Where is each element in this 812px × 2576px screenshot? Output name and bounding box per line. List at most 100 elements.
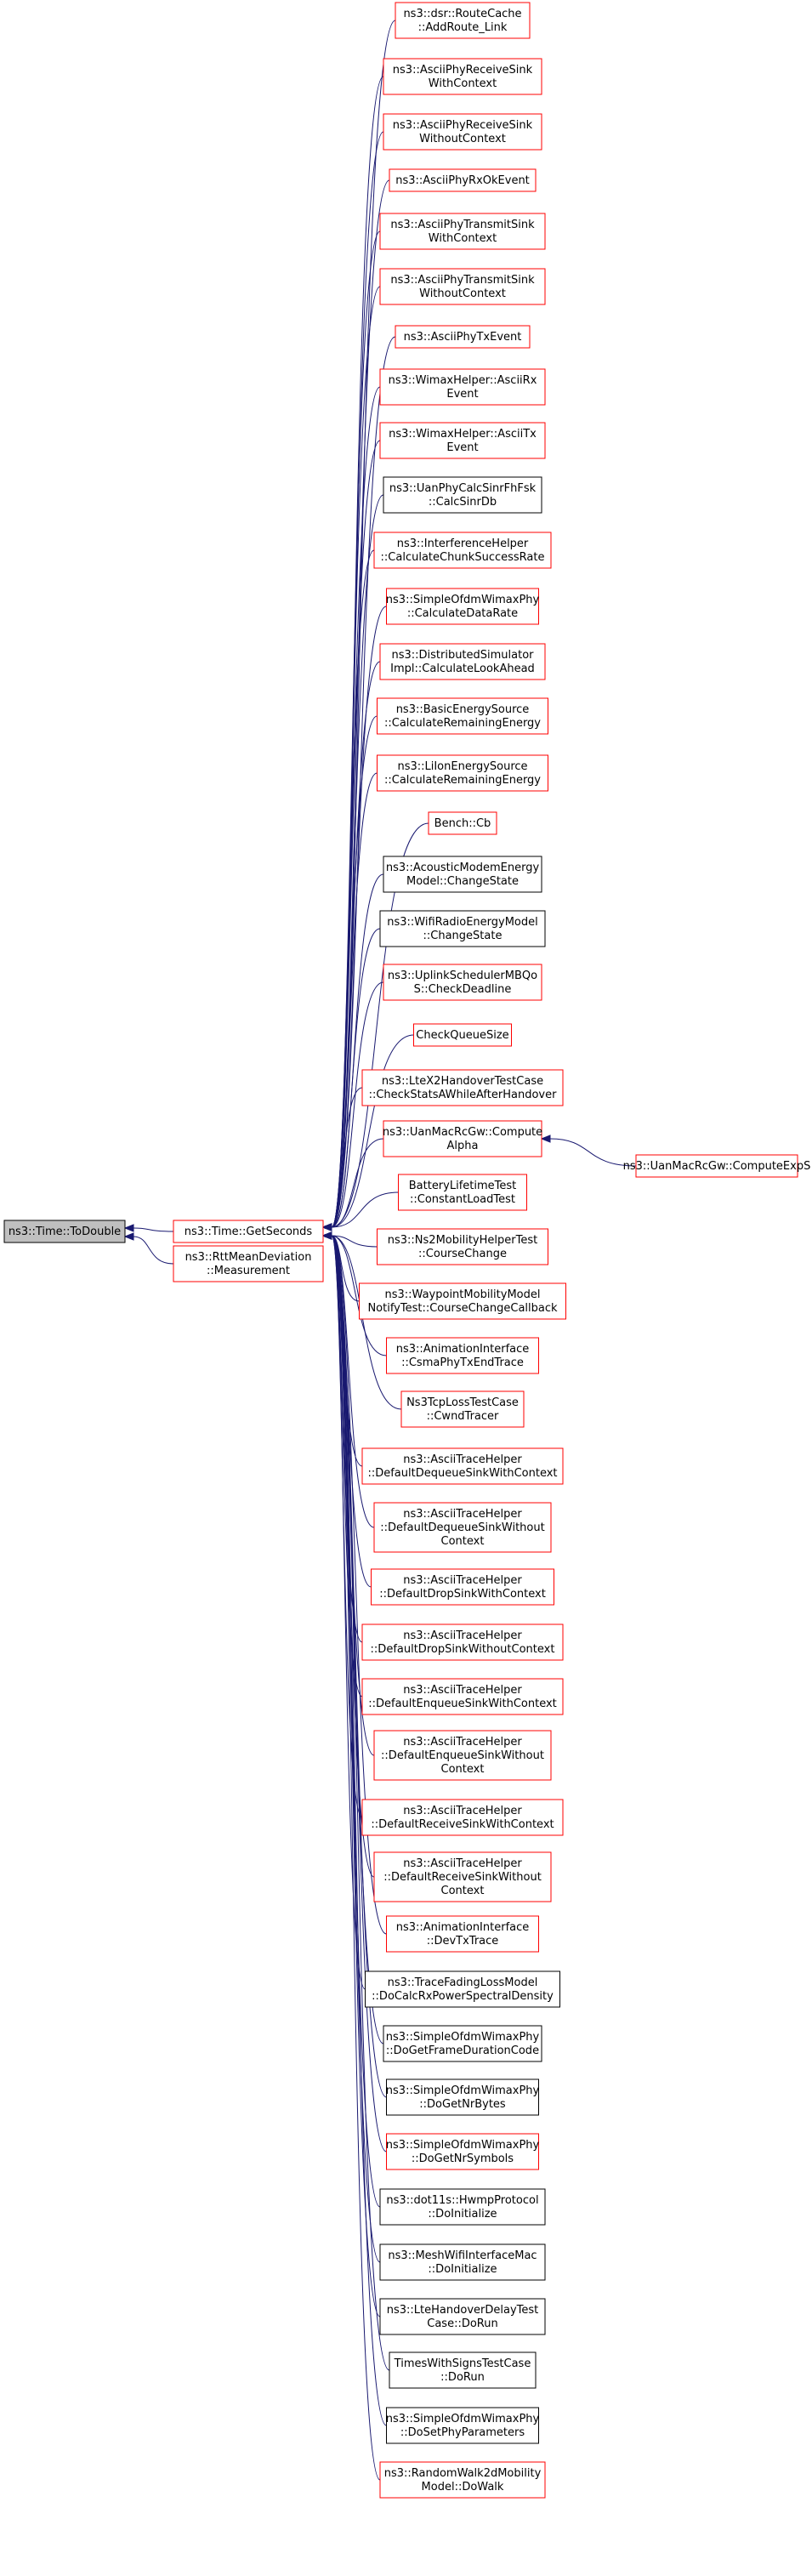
node-ns3tcplosstestcase-cwndtracer[interactable]: Ns3TcpLossTestCase::CwndTracer xyxy=(400,1390,525,1428)
call-edge xyxy=(133,1227,174,1232)
node-ns3-asciitracehelper-defaultdequeuesinkwithcontext[interactable]: ns3::AsciiTraceHelper::DefaultDequeueSin… xyxy=(361,1447,564,1485)
node-ns3-liionenergysource-calculateremainingenergy[interactable]: ns3::LiIonEnergySource::CalculateRemaini… xyxy=(377,754,548,792)
node-ns3-asciitracehelper-defaultreceivesinkwithcontext[interactable]: ns3::AsciiTraceHelper::DefaultReceiveSin… xyxy=(361,1799,564,1836)
node-box xyxy=(365,1970,560,2008)
node-ns3-asciitracehelper-defaultdequeuesinkwithoutcontext[interactable]: ns3::AsciiTraceHelper::DefaultDequeueSin… xyxy=(373,1502,552,1553)
node-ns3-asciitracehelper-defaultenqueuesinkwithcontext[interactable]: ns3::AsciiTraceHelper::DefaultEnqueueSin… xyxy=(361,1678,564,1715)
node-ns3-asciitracehelper-defaultdropsinkwithcontext[interactable]: ns3::AsciiTraceHelper::DefaultDropSinkWi… xyxy=(371,1568,554,1606)
node-ns3-ltex2handovertestcase-checkstatsawhileafterhandover[interactable]: ns3::LteX2HandoverTestCase::CheckStatsAW… xyxy=(361,1069,564,1106)
node-ns3-simpleofdmwimaxphy-dogetnrbytes[interactable]: ns3::SimpleOfdmWimaxPhy::DoGetNrBytes xyxy=(386,2078,540,2116)
call-edge xyxy=(331,928,381,1228)
node-label: ::DoSetPhyParameters xyxy=(400,2426,525,2439)
arrow-head xyxy=(540,1134,551,1143)
node-label: NotifyTest::CourseChangeCallback xyxy=(367,1302,558,1315)
node-ns3-waypointmobilitymodelnotifytest-coursechangecallback[interactable]: ns3::WaypointMobilityModelNotifyTest::Co… xyxy=(359,1282,566,1320)
node-label: ::DoGetNrBytes xyxy=(419,2098,506,2111)
node-ns3-tracefadinglossmodel-docalcrxpowerspectraldensity[interactable]: ns3::TraceFadingLossModel::DoCalcRxPower… xyxy=(365,1970,560,2008)
node-label: ::ChangeState xyxy=(423,930,503,942)
call-edge xyxy=(331,1087,363,1228)
node-ns3-dot11s-hwmpprotocol-doinitialize[interactable]: ns3::dot11s::HwmpProtocol::DoInitialize xyxy=(379,2188,546,2226)
call-edge xyxy=(331,1235,390,2371)
call-edge xyxy=(331,1034,414,1228)
node-ns3-simpleofdmwimaxphy-dogetframedurationcode[interactable]: ns3::SimpleOfdmWimaxPhy::DoGetFrameDurat… xyxy=(383,2025,542,2062)
node-ns3-simpleofdmwimaxphy-calculatedatarate[interactable]: ns3::SimpleOfdmWimaxPhy::CalculateDataRa… xyxy=(386,588,540,625)
call-edge xyxy=(331,1235,387,2426)
node-box xyxy=(400,1390,525,1428)
call-edge xyxy=(331,20,396,1228)
node-label: ns3::UanPhyCalcSinrFhFsk xyxy=(389,482,537,495)
node-box xyxy=(383,58,542,95)
node-label: ns3::AsciiPhyTransmitSink xyxy=(390,274,535,287)
call-edge xyxy=(331,1235,378,1248)
node-ns3-time-todouble[interactable]: ns3::Time::ToDouble xyxy=(3,1220,126,1243)
node-ns3-acousticmodemenergymodel-changestate[interactable]: ns3::AcousticModemEnergyModel::ChangeSta… xyxy=(383,856,542,893)
node-box xyxy=(377,754,548,792)
node-label: ::DefaultDequeueSinkWithout xyxy=(380,1521,544,1534)
node-ns3-time-getseconds[interactable]: ns3::Time::GetSeconds xyxy=(173,1220,324,1243)
node-box xyxy=(373,1502,552,1553)
node-ns3-simpleofdmwimaxphy-dogetnrsymbols[interactable]: ns3::SimpleOfdmWimaxPhy::DoGetNrSymbols xyxy=(386,2133,540,2170)
node-box xyxy=(361,1678,564,1715)
node-ns3-basicenergysource-calculateremainingenergy[interactable]: ns3::BasicEnergySource::CalculateRemaini… xyxy=(377,697,548,735)
node-label: ::AddRoute_Link xyxy=(418,21,508,34)
node-label: WithoutContext xyxy=(419,133,506,145)
node-label: ns3::MeshWifiInterfaceMac xyxy=(388,2249,537,2262)
node-ns3-uanmacrcgw-computeexps[interactable]: ns3::UanMacRcGw::ComputeExpS xyxy=(623,1154,811,1178)
node-label: Context xyxy=(441,1535,485,1548)
node-label: ns3::Time::GetSeconds xyxy=(185,1225,313,1238)
node-ns3-asciiphyrxokevent[interactable]: ns3::AsciiPhyRxOkEvent xyxy=(389,168,537,192)
node-checkqueuesize[interactable]: CheckQueueSize xyxy=(413,1023,512,1047)
node-ns3-asciitracehelper-defaultenqueuesinkwithoutcontext[interactable]: ns3::AsciiTraceHelper::DefaultEnqueueSin… xyxy=(373,1730,552,1781)
node-ns3-interferencehelper-calculatechunksuccessrate[interactable]: ns3::InterferenceHelper::CalculateChunkS… xyxy=(373,532,552,569)
node-timeswithsignstestcase-dorun[interactable]: TimesWithSignsTestCase::DoRun xyxy=(389,2351,537,2389)
node-label: ::DefaultReceiveSinkWithContext xyxy=(371,1818,554,1831)
node-box xyxy=(371,1568,554,1606)
node-label: ::DoGetFrameDurationCode xyxy=(386,2044,539,2057)
node-batterylifetimetest-constantloadtest[interactable]: BatteryLifetimeTest::ConstantLoadTest xyxy=(398,1174,527,1211)
node-ns3-simpleofdmwimaxphy-dosetphyparameters[interactable]: ns3::SimpleOfdmWimaxPhy::DoSetPhyParamet… xyxy=(386,2407,540,2444)
node-ns3-asciiphytxevent[interactable]: ns3::AsciiPhyTxEvent xyxy=(395,325,531,349)
node-box xyxy=(379,910,546,947)
node-label: WithoutContext xyxy=(419,287,506,300)
node-box xyxy=(386,1915,539,1953)
call-edge xyxy=(331,1235,381,2481)
node-box xyxy=(359,1282,566,1320)
node-box xyxy=(389,2351,537,2389)
node-box xyxy=(379,643,546,680)
node-ns3-ns2mobilityhelpertest-coursechange[interactable]: ns3::Ns2MobilityHelperTest::CourseChange xyxy=(377,1228,548,1265)
node-ns3-animationinterface-csmaphytxendtrace[interactable]: ns3::AnimationInterface::CsmaPhyTxEndTra… xyxy=(386,1337,539,1374)
node-ns3-wifiradioenergymodel-changestate[interactable]: ns3::WifiRadioEnergyModel::ChangeState xyxy=(379,910,546,947)
node-ns3-meshwifiinterfacemac-doinitialize[interactable]: ns3::MeshWifiInterfaceMac::DoInitialize xyxy=(379,2243,546,2281)
node-ns3-uanphycalcsinrfhfsk-calcsinrdb[interactable]: ns3::UanPhyCalcSinrFhFsk::CalcSinrDb xyxy=(383,476,542,514)
node-box xyxy=(373,1851,552,1902)
node-label: ::CwndTracer xyxy=(427,1410,499,1423)
node-bench-cb[interactable]: Bench::Cb xyxy=(428,811,497,835)
node-ns3-asciitracehelper-defaultdropsinkwithoutcontext[interactable]: ns3::AsciiTraceHelper::DefaultDropSinkWi… xyxy=(361,1624,564,1661)
node-box xyxy=(386,1337,539,1374)
node-box xyxy=(383,1120,542,1157)
node-ns3-animationinterface-devtxtrace[interactable]: ns3::AnimationInterface::DevTxTrace xyxy=(386,1915,539,1953)
node-ns3-rttmeandeviation-measurement[interactable]: ns3::RttMeanDeviation::Measurement xyxy=(173,1245,324,1282)
node-box xyxy=(383,113,542,151)
node-box xyxy=(395,325,531,349)
node-box xyxy=(173,1220,324,1243)
node-ns3-asciitracehelper-defaultreceivesinkwithoutcontext[interactable]: ns3::AsciiTraceHelper::DefaultReceiveSin… xyxy=(373,1851,552,1902)
edges-layer xyxy=(123,20,637,2481)
node-box xyxy=(379,2461,546,2499)
node-label: ::DoCalcRxPowerSpectralDensity xyxy=(372,1990,554,2003)
node-label: Model::ChangeState xyxy=(406,875,519,888)
node-box xyxy=(361,1069,564,1106)
node-ns3-dsr-routecache-addroute-link[interactable]: ns3::dsr::RouteCache::AddRoute_Link xyxy=(395,2,531,39)
node-ns3-distributedsimulatorimpl-calculatelookahead[interactable]: ns3::DistributedSimulatorImpl::Calculate… xyxy=(379,643,546,680)
node-box xyxy=(361,1624,564,1661)
